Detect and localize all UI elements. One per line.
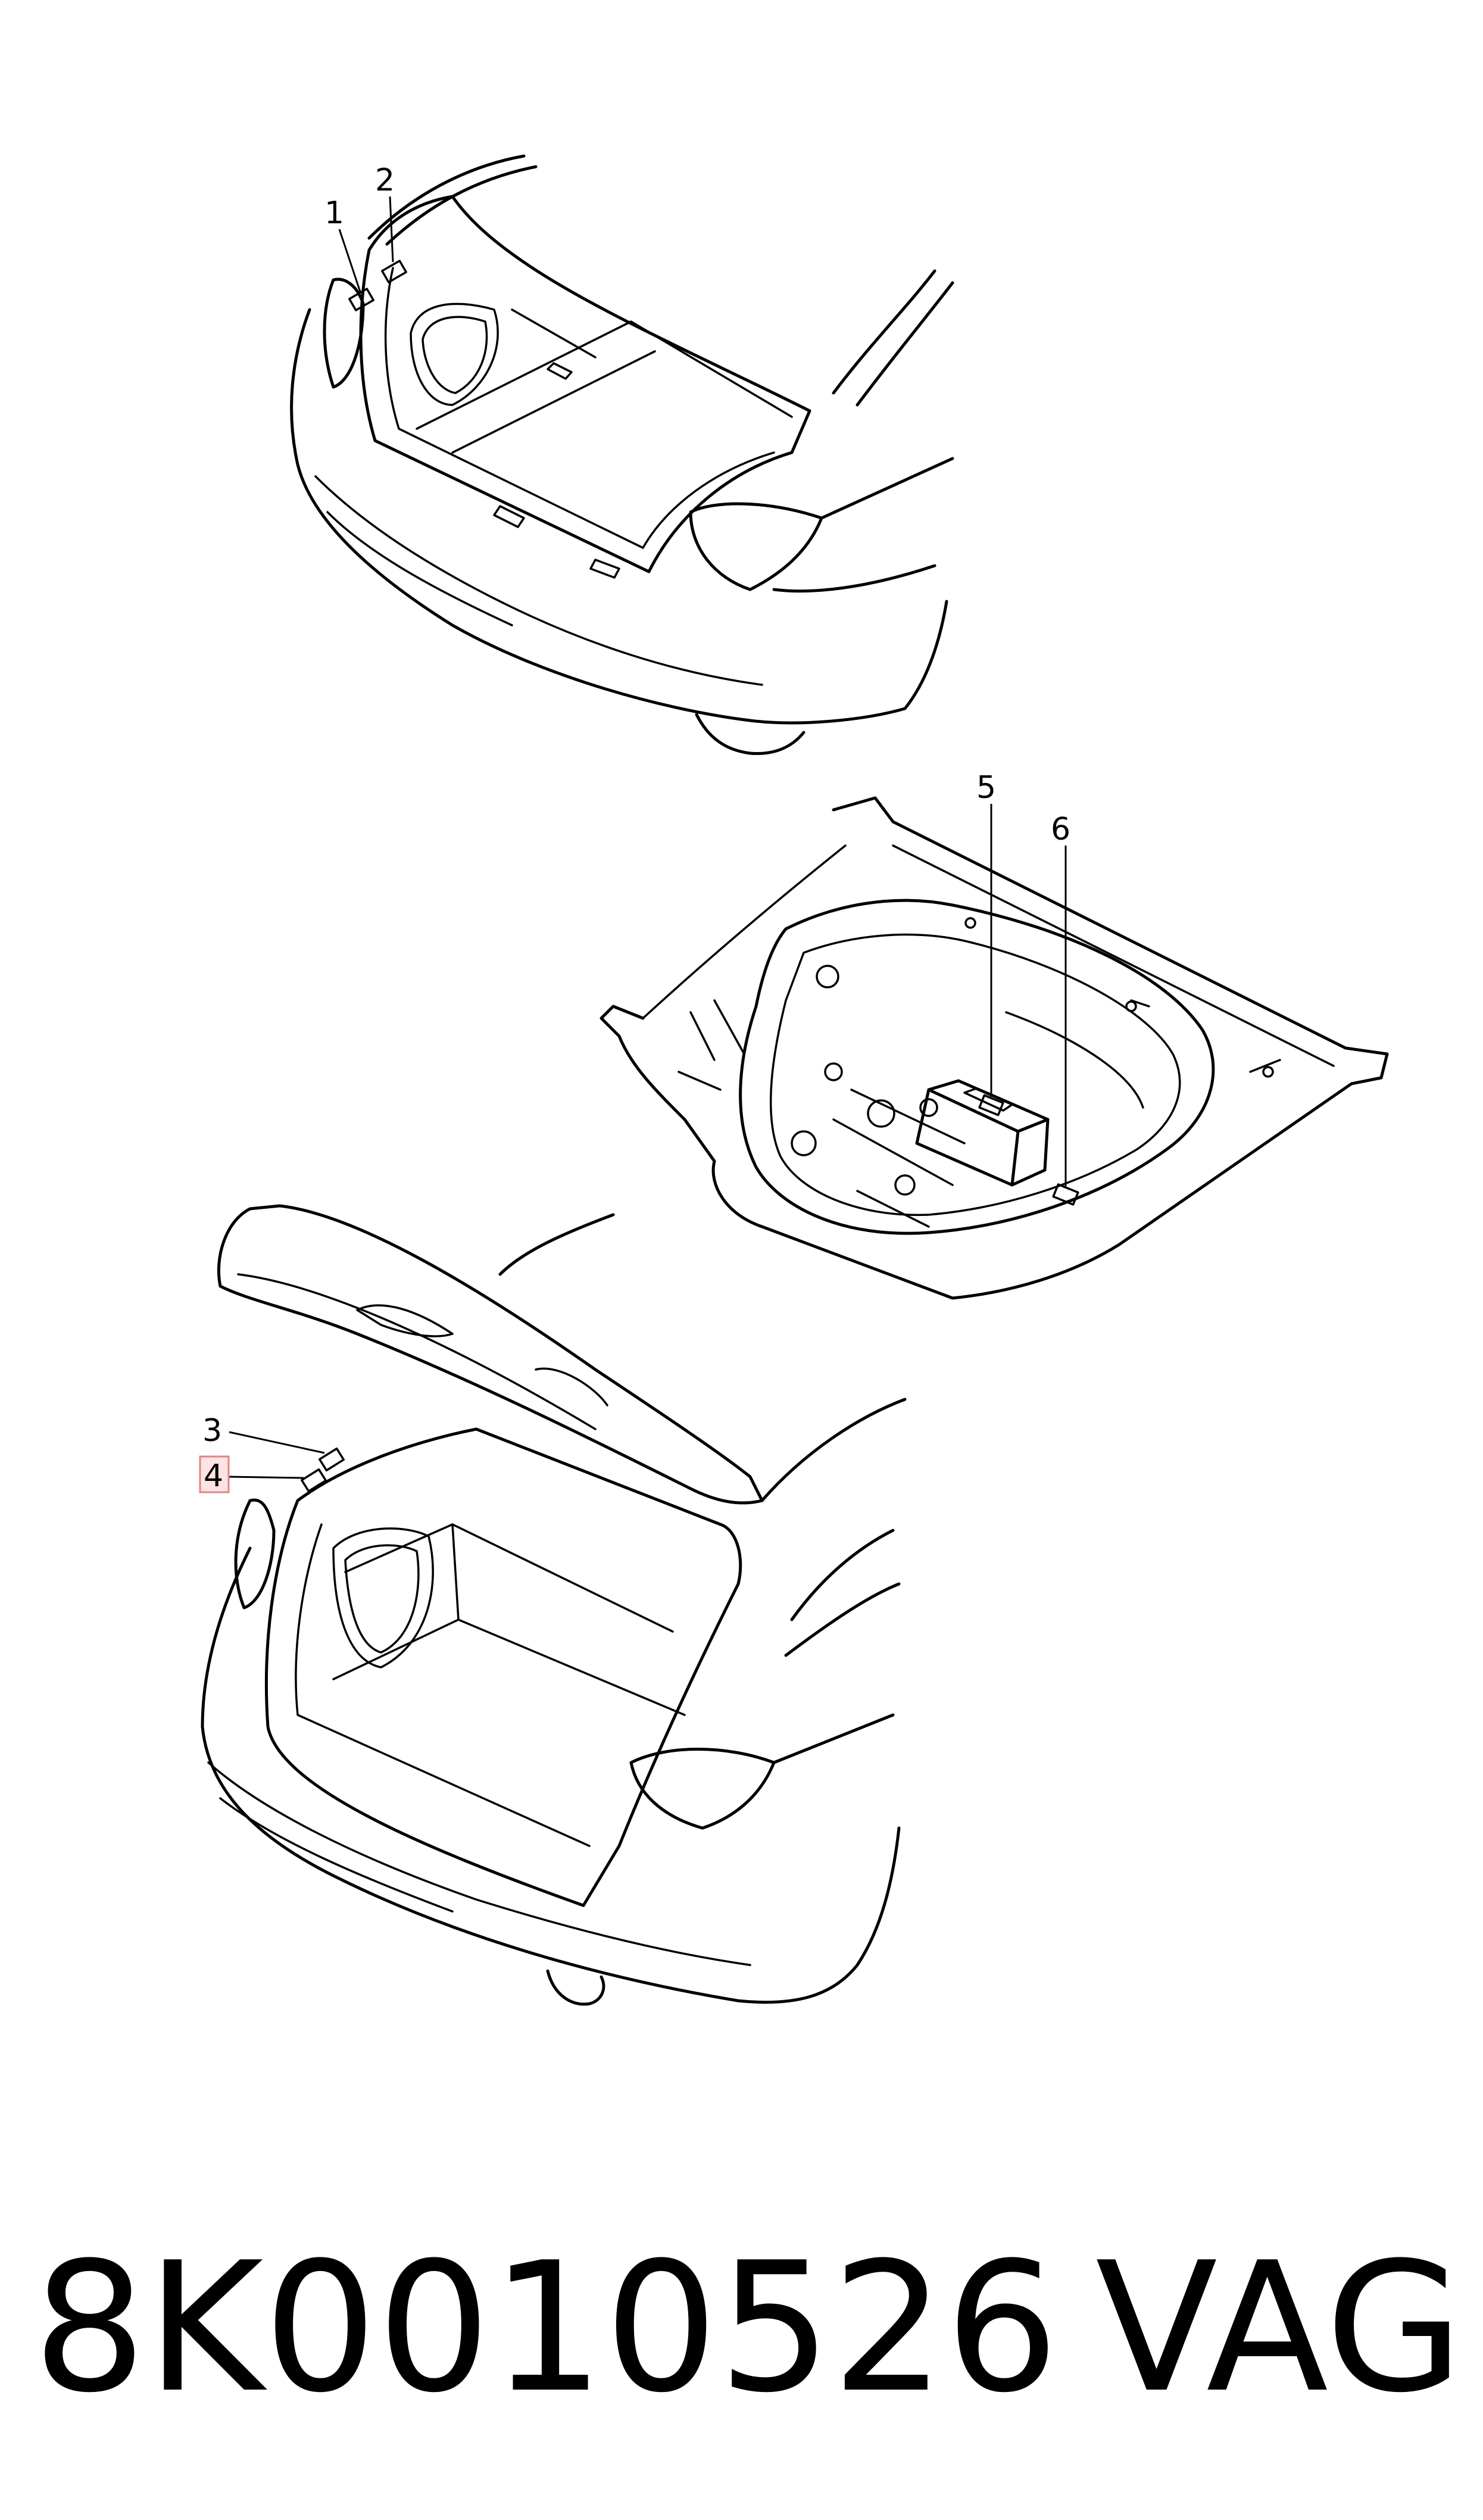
callout-3: 3	[202, 1413, 222, 1449]
callout-1: 1	[324, 195, 344, 231]
wagon-rear-illustration	[201, 1204, 907, 2006]
callout-4: 4	[204, 1458, 223, 1494]
trunk-floor-pan-illustration	[600, 796, 1389, 1300]
brand-name: VAG	[1095, 2224, 1464, 2432]
callout-2: 2	[375, 163, 395, 198]
callout-5: 5	[976, 770, 996, 806]
callout-6: 6	[1051, 812, 1070, 847]
part-number: 8K0010526	[33, 2224, 1059, 2432]
sedan-rear-illustration	[290, 154, 954, 755]
callout-4-highlight	[199, 1455, 230, 1493]
